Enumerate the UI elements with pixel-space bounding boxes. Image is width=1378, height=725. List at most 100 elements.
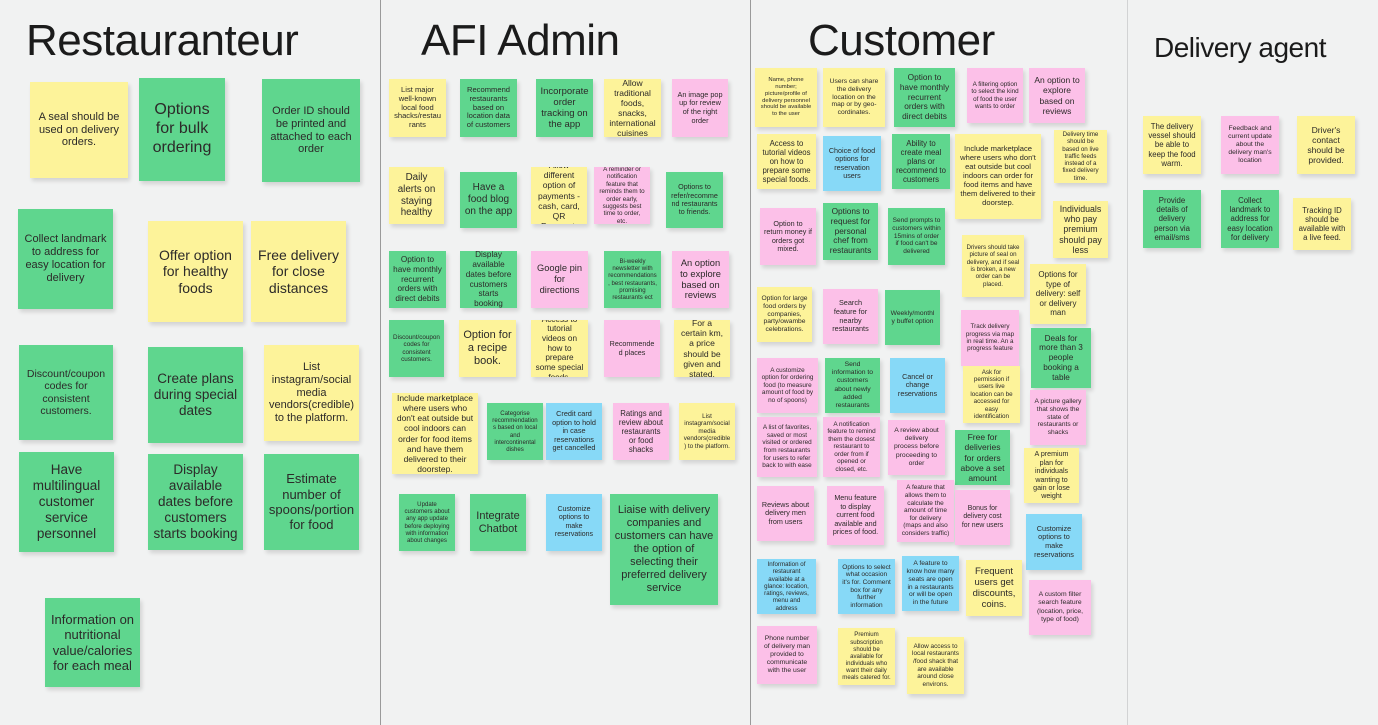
sticky-note[interactable]: Users can share the delivery location on… [823,68,885,127]
sticky-note-text: The delivery vessel should be able to ke… [1148,122,1196,168]
sticky-note[interactable]: Discount/coupon codes for consistent cus… [19,345,113,440]
sticky-note[interactable]: Create plans during special dates [148,347,243,443]
sticky-note[interactable]: Information on nutritional value/calorie… [45,598,140,687]
sticky-note[interactable]: Options for bulk ordering [139,78,225,181]
sticky-note[interactable]: Send information to customers about newl… [825,358,880,413]
sticky-note-text: Display available dates before customers… [465,251,512,308]
sticky-note-text: Option to have monthly recurrent orders … [899,72,950,122]
sticky-note[interactable]: Options to select what occasion it's for… [838,559,895,614]
sticky-note[interactable]: The delivery vessel should be able to ke… [1143,116,1201,174]
sticky-note[interactable]: Display available dates before customers… [460,251,517,308]
sticky-note[interactable]: Track delivery progress via map in real … [961,310,1019,366]
sticky-note[interactable]: Frequent users get discounts, coins. [966,560,1022,616]
sticky-note[interactable]: An image pop up for review of the right … [672,79,728,137]
sticky-note[interactable]: A feature that allows them to calculate … [897,480,954,542]
sticky-note[interactable]: A picture gallery that shows the state o… [1030,390,1086,445]
sticky-note[interactable]: Menu feature to display current food ava… [827,486,884,545]
sticky-note[interactable]: Daily alerts on staying healthy [389,167,444,224]
sticky-note[interactable]: Search feature for nearby restaurants [823,289,878,344]
sticky-note[interactable]: Weekly/monthly buffet option [885,290,940,345]
sticky-note[interactable]: Deals for more than 3 people booking a t… [1031,328,1091,388]
sticky-note[interactable]: A reminder or notification feature that … [594,167,650,224]
sticky-note[interactable]: Customize options to make reservations [1026,514,1082,570]
sticky-note[interactable]: Options to request for personal chef fro… [823,203,878,260]
sticky-note[interactable]: Send prompts to customers within 15mins … [888,208,945,265]
sticky-note[interactable]: Ask for permission if users live locatio… [963,366,1020,423]
sticky-note-text: Options for bulk ordering [152,101,212,156]
sticky-note[interactable]: Provide details of delivery person via e… [1143,190,1201,248]
sticky-note[interactable]: Choice of food options for reservation u… [823,136,881,191]
sticky-note[interactable]: List major well-known local food shacks/… [389,79,446,137]
sticky-note[interactable]: A feature to know how many seats are ope… [902,556,959,611]
sticky-note[interactable]: Incorporate order tracking on the app [536,79,593,137]
sticky-note[interactable]: Driver's contact should be provided. [1297,116,1355,174]
sticky-note[interactable]: Google pin for directions [531,251,588,308]
sticky-note[interactable]: A premium plan for individuals wanting t… [1024,448,1079,503]
sticky-note[interactable]: An option to explore based on reviews [672,251,729,308]
sticky-note[interactable]: Ability to create meal plans or recommen… [892,134,950,189]
sticky-note[interactable]: Have multilingual customer service perso… [19,452,114,552]
sticky-note[interactable]: A notification feature to remind them th… [823,417,880,477]
sticky-note[interactable]: List instagram/social media vendors(cred… [264,345,359,441]
sticky-note[interactable]: Have a food blog on the app [460,172,517,228]
sticky-note-text: Search feature for nearby restaurants [832,298,869,334]
sticky-note[interactable]: Options for type of delivery: self or de… [1030,264,1086,324]
sticky-note[interactable]: A custom filter search feature (location… [1029,580,1091,635]
sticky-note[interactable]: Discount/coupon codes for consistent cus… [389,320,444,377]
sticky-note[interactable]: Order ID should be printed and attached … [262,79,360,182]
sticky-note[interactable]: Bi-weekly newsletter with recommendation… [604,251,661,308]
sticky-note[interactable]: Estimate number of spoons/portion for fo… [264,454,359,550]
sticky-note[interactable]: Access to tutorial videos on how to prep… [531,320,588,377]
sticky-note[interactable]: A customize option for ordering food (to… [757,358,818,413]
sticky-note[interactable]: Feedback and current update about the de… [1221,116,1279,174]
sticky-note[interactable]: A seal should be used on delivery orders… [30,82,128,178]
sticky-note[interactable]: Include marketplace where users who don'… [955,134,1041,219]
sticky-note[interactable]: Display available dates before customers… [148,454,243,550]
sticky-note[interactable]: Individuals who pay premium should pay l… [1053,201,1108,258]
sticky-note[interactable]: Delivery time should be based on live tr… [1054,130,1107,183]
sticky-note-text: Include marketplace where users who don'… [396,393,474,474]
sticky-note[interactable]: An option to explore based on reviews [1029,68,1085,123]
sticky-note[interactable]: Update customers about any app update be… [399,494,455,551]
sticky-note[interactable]: Integrate Chatbot [470,494,526,551]
sticky-note[interactable]: Option for large food orders by companie… [757,287,812,342]
sticky-note[interactable]: List instagram/social media vendors(cred… [679,403,735,460]
sticky-note[interactable]: Collect landmark to address for easy loc… [18,209,113,309]
sticky-note[interactable]: Option to return money if orders got mix… [760,208,816,265]
sticky-note[interactable]: A review about delivery process before p… [888,420,945,475]
sticky-note[interactable]: Allow traditional foods, snacks, interna… [604,79,661,137]
sticky-note[interactable]: Free for deliveries for orders above a s… [955,430,1010,485]
sticky-note[interactable]: Recommend restaurants based on location … [460,79,517,137]
sticky-note[interactable]: Phone number of delivery man provided to… [757,626,817,684]
sticky-note[interactable]: A list of favorites, saved or most visit… [757,417,817,477]
sticky-note[interactable]: Access to tutorial videos on how to prep… [757,134,816,189]
sticky-note[interactable]: Option to have monthly recurrent orders … [389,251,446,308]
sticky-note[interactable]: Tracking ID should be available with a l… [1293,198,1351,250]
sticky-note[interactable]: Bonus for delivery cost for new users [955,490,1010,545]
sticky-note[interactable]: Collect landmark to address for easy loc… [1221,190,1279,248]
sticky-note[interactable]: Information of restaurant available at a… [757,559,816,614]
sticky-note[interactable]: Ratings and review about restaurants or … [613,403,669,460]
sticky-note[interactable]: For a certain km, a price should be give… [674,320,730,377]
sticky-note[interactable]: Cancel or change reservations [890,358,945,413]
sticky-note[interactable]: Offer option for healthy foods [148,221,243,322]
sticky-note[interactable]: Customize options to make reservations [546,494,602,551]
sticky-note[interactable]: Options to refer/recommend restaurants t… [666,172,723,228]
sticky-note[interactable]: Categorise recommendations based on loca… [487,403,543,460]
sticky-note[interactable]: Reviews about delivery men from users [757,486,814,541]
sticky-note[interactable]: Credit card option to hold in case reser… [546,403,602,460]
sticky-note[interactable]: Option for a recipe book. [459,320,516,377]
sticky-note[interactable]: Option to have monthly recurrent orders … [894,68,955,127]
sticky-note[interactable]: Recommended places [604,320,660,377]
title-restauranteur: Restauranteur [26,16,299,65]
sticky-note[interactable]: A filtering option to select the kind of… [967,68,1023,123]
sticky-note[interactable]: Liaise with delivery companies and custo… [610,494,718,605]
sticky-note[interactable]: Allow different option of payments - cas… [531,167,587,224]
sticky-note[interactable]: Premium subscription should be available… [838,628,895,685]
sticky-note[interactable]: Include marketplace where users who don'… [392,393,478,474]
sticky-note[interactable]: Name, phone number; picture/profile of d… [755,68,817,127]
sticky-note[interactable]: Free delivery for close distances [251,221,346,322]
sticky-note-text: Estimate number of spoons/portion for fo… [268,471,355,533]
sticky-note[interactable]: Allow access to local restaurants /food … [907,637,964,694]
sticky-note[interactable]: Drivers should take picture of seal on d… [962,235,1024,297]
